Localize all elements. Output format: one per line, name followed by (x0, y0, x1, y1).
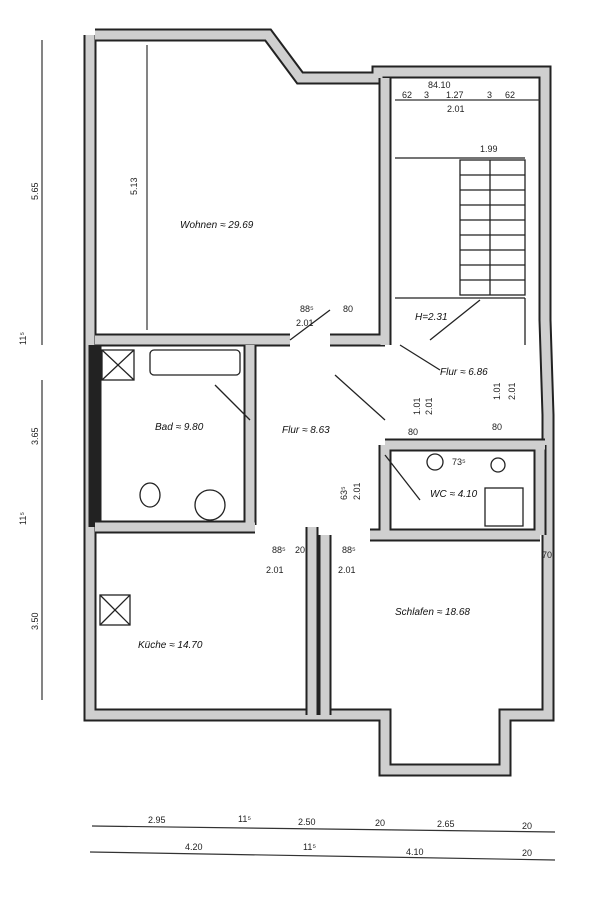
walls (83, 28, 555, 777)
room-schlafen: Schlafen ≈ 18.68 (395, 607, 470, 618)
dim-stair: 62 (505, 90, 515, 100)
wc-sink (490, 457, 506, 473)
dim-stair: 1.27 (446, 90, 464, 100)
dim-door: 1.01 (412, 397, 422, 415)
room-bad: Bad ≈ 9.80 (155, 422, 204, 433)
toilet (139, 482, 161, 508)
dim-bottom-label: 11⁵ (238, 814, 251, 824)
dim-left-label: 3.50 (30, 612, 40, 630)
dim-bottom-label: 4.20 (185, 842, 203, 852)
dim-door: 88⁵ (300, 304, 314, 314)
dim-stair: 3 (487, 90, 492, 100)
dim-door: 1.01 (492, 382, 502, 400)
room-wohnen: Wohnen ≈ 29.69 (180, 220, 254, 231)
dim-door: 73⁵ (452, 457, 466, 467)
dim-bottom-label: 11⁵ (303, 842, 316, 852)
room-wc: WC ≈ 4.10 (430, 489, 478, 500)
dim-bottom-label: 20 (522, 848, 532, 858)
room-kueche: Küche ≈ 14.70 (138, 640, 203, 651)
shower (484, 487, 524, 527)
dim-door: 80 (343, 304, 353, 314)
dim-stair: 62 (402, 90, 412, 100)
dim-door: 2.01 (352, 482, 362, 500)
dim-door: 70 (542, 550, 552, 560)
dim-door: 2.01 (266, 565, 284, 575)
dim-wohnen-height: 5.13 (129, 177, 139, 195)
dim-door: 2.01 (507, 382, 517, 400)
dim-left-label: 11⁵ (18, 512, 28, 525)
dim-stair: 84.10 (428, 80, 451, 90)
dim-door: 2.01 (424, 397, 434, 415)
fixtures (99, 349, 524, 626)
dim-door: 20 (295, 545, 305, 555)
dim-stair: 1.99 (480, 144, 498, 154)
sink (194, 489, 226, 521)
dim-stair: 3 (424, 90, 429, 100)
dim-left: 5.65 11⁵ 3.65 11⁵ 3.50 (18, 40, 43, 700)
dim-left-label: 11⁵ (18, 332, 28, 345)
dim-door: 2.01 (296, 318, 314, 328)
dim-bottom-label: 2.95 (148, 815, 166, 825)
dim-stair: 2.01 (447, 104, 465, 114)
dim-bottom-label: 4.10 (406, 847, 424, 857)
stair-height: H=2.31 (415, 312, 448, 323)
dim-bottom-label: 20 (522, 821, 532, 831)
chimney (99, 594, 131, 626)
room-flur-1: Flur ≈ 8.63 (282, 425, 330, 436)
room-flur-2: Flur ≈ 6.86 (440, 367, 488, 378)
dim-door: 2.01 (338, 565, 356, 575)
dim-bottom-label: 20 (375, 818, 385, 828)
dim-door: 80 (492, 422, 502, 432)
shaft (101, 349, 135, 381)
dim-left-label: 5.65 (30, 182, 40, 200)
dim-bottom-label: 2.65 (437, 819, 455, 829)
wc-toilet (426, 453, 444, 471)
dim-door: 88⁵ (342, 545, 356, 555)
dim-bottom-label: 2.50 (298, 817, 316, 827)
dim-door: 80 (408, 427, 418, 437)
staircase (395, 157, 526, 345)
dim-door: 88⁵ (272, 545, 286, 555)
dim-bottom: 2.95 11⁵ 2.50 20 2.65 20 4.20 11⁵ 4.10 2… (89, 814, 556, 861)
bathtub (149, 349, 241, 376)
dim-left-label: 3.65 (30, 427, 40, 445)
dim-door: 63⁵ (339, 486, 349, 500)
doors (214, 299, 481, 501)
